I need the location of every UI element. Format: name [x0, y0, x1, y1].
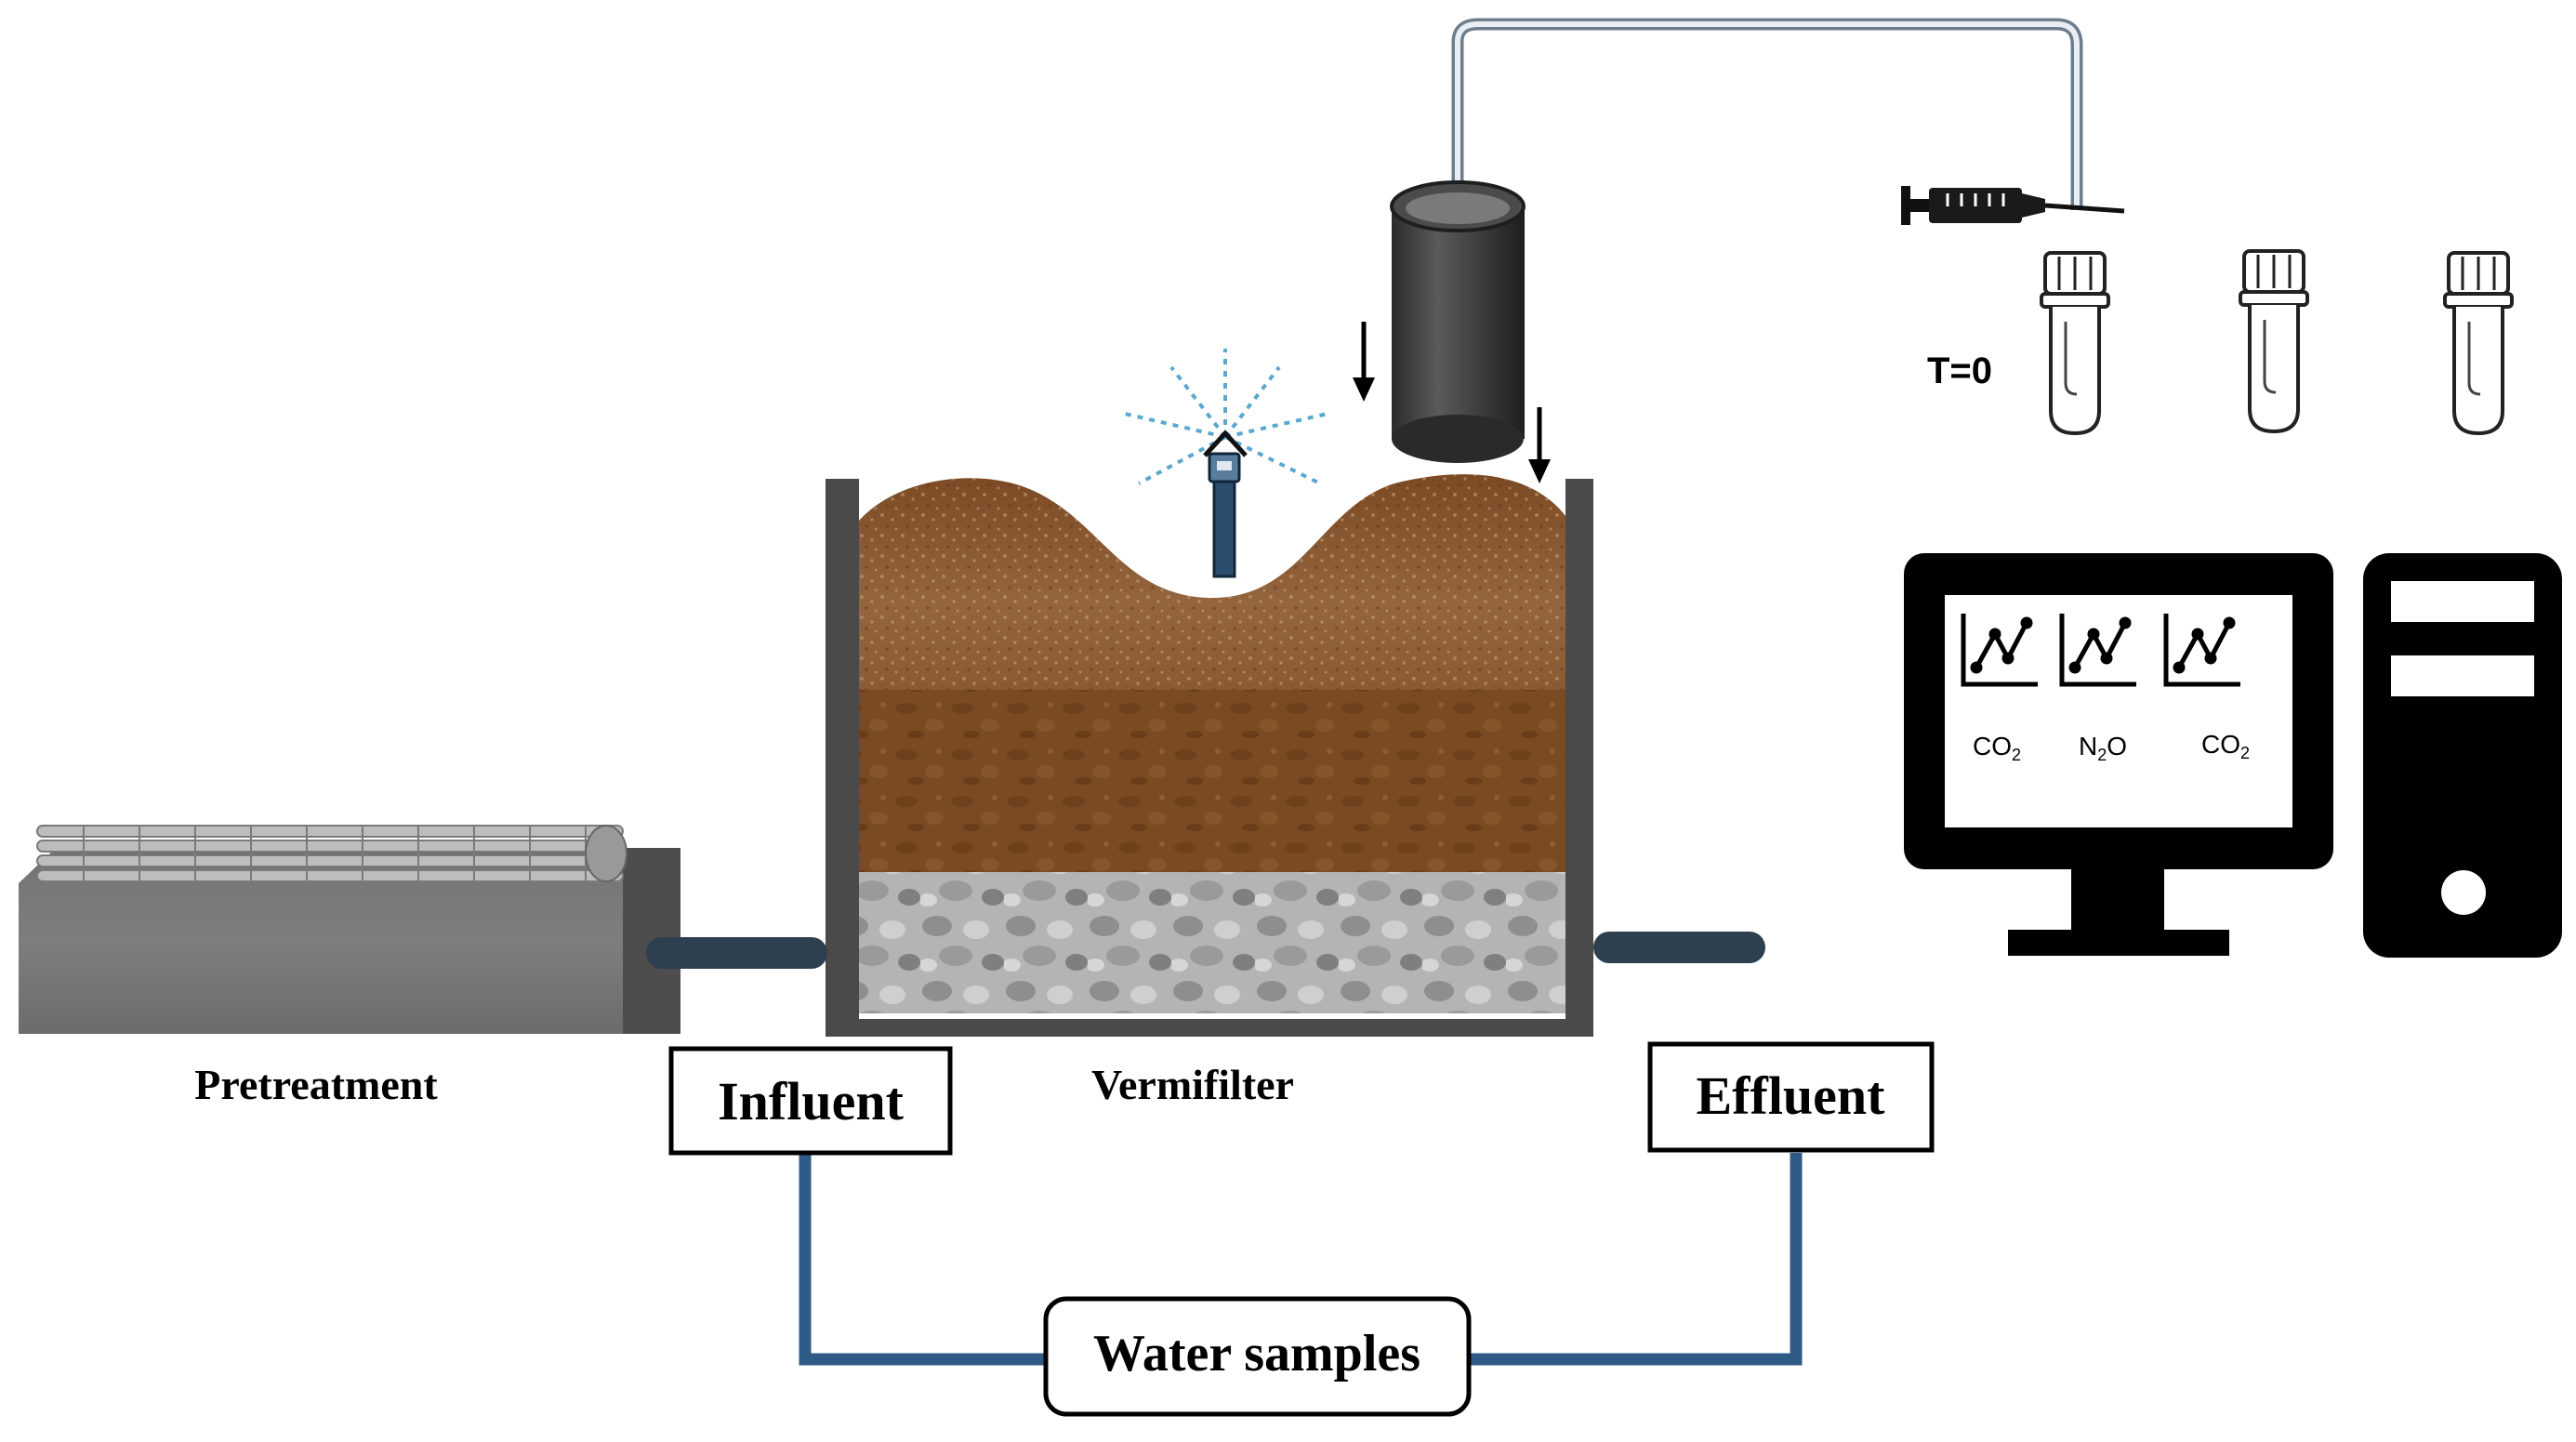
gas-sampling-tube [1451, 18, 2083, 210]
influent-label: Influent [718, 1071, 905, 1131]
effluent-sampling-line [1469, 1153, 1803, 1366]
influent-box [668, 1046, 953, 1156]
chart-label-2: N2O [2079, 732, 2127, 764]
effluent-label: Effluent [1697, 1065, 1886, 1126]
pretreatment-tank [19, 825, 680, 1034]
influent-sampling-line [799, 1153, 1046, 1366]
vermifilter-label: Vermifilter [1091, 1061, 1294, 1108]
sample-vial-icon [2040, 251, 2110, 436]
time-zero-label: T=0 [1927, 351, 1992, 391]
sprinkler-icon [1124, 349, 1328, 578]
water-samples-label: Water samples [1093, 1325, 1420, 1382]
pretreatment-label: Pretreatment [194, 1061, 438, 1108]
computer-monitor-icon: CO2 N2O CO2 [1904, 553, 2333, 956]
down-arrow-icon [1353, 322, 1375, 402]
syringe-icon [1901, 186, 2125, 225]
effluent-box [1647, 1041, 1935, 1153]
chart-label-3: CO2 [2201, 730, 2250, 762]
gas-chamber-cylinder [1390, 180, 1526, 463]
sample-vial-icon [2443, 251, 2514, 436]
chart-label-1: CO2 [1973, 732, 2021, 764]
outlet-pipe [1593, 932, 1765, 963]
down-arrow-icon [1528, 407, 1551, 483]
line-chart-icon [2163, 614, 2240, 687]
inlet-pipe [646, 937, 827, 969]
line-chart-icon [2059, 614, 2136, 687]
line-chart-icon [1961, 614, 2038, 687]
water-samples-box [1043, 1296, 1472, 1417]
vermifilter-vessel [826, 474, 1593, 1037]
sample-vial-icon [2239, 249, 2309, 434]
pc-tower-icon [2363, 553, 2562, 958]
